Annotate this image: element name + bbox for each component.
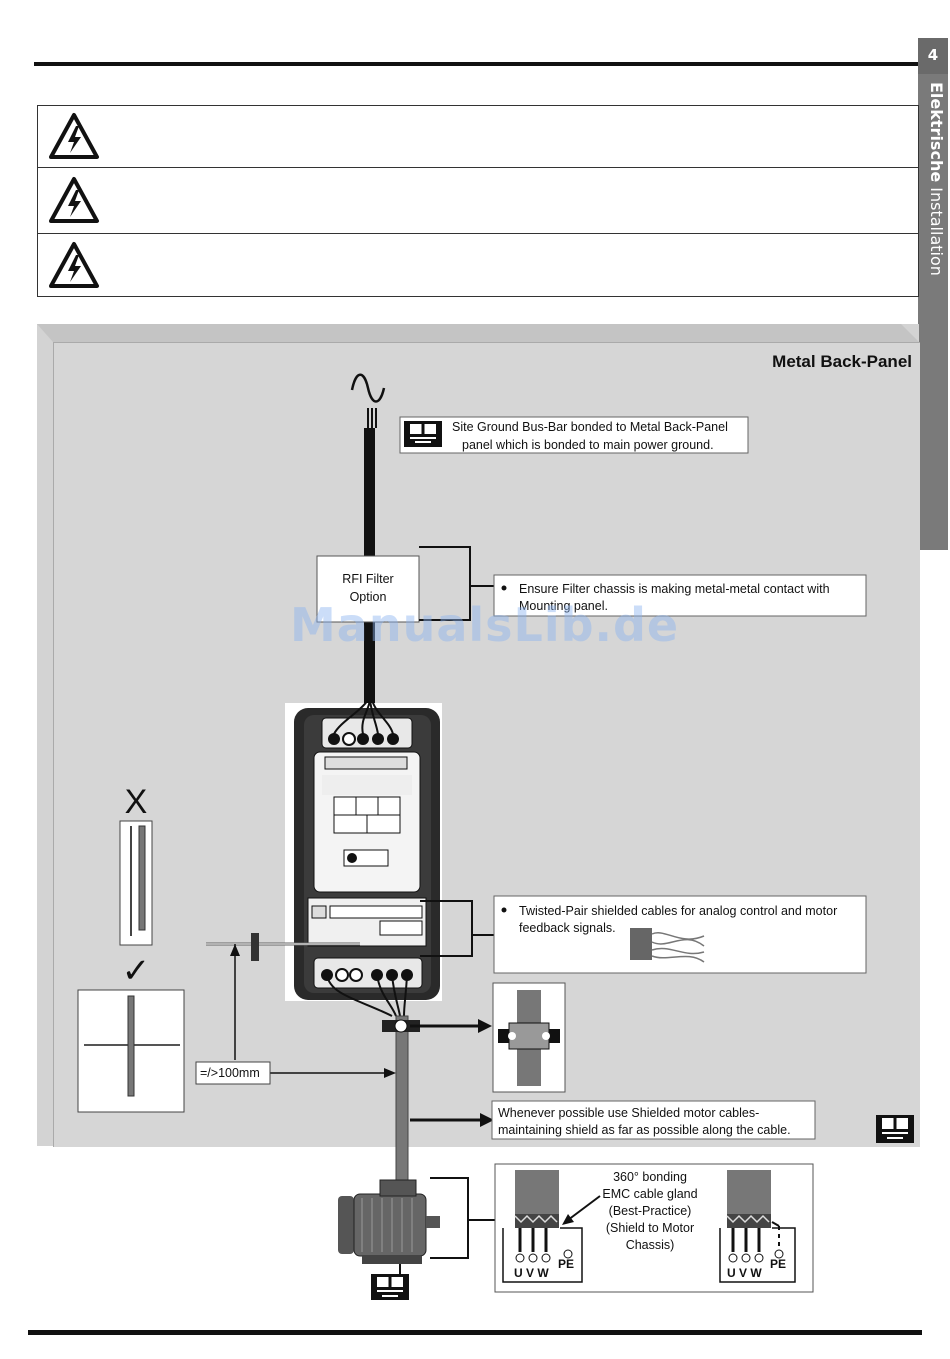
chapter-title-rest: Installation bbox=[927, 182, 946, 276]
shielded-motor-cable bbox=[395, 1015, 409, 1197]
twisted-note-line2: feedback signals. bbox=[519, 921, 616, 935]
ground-note-line1: Site Ground Bus-Bar bonded to Metal Back… bbox=[452, 420, 728, 434]
terminal-pe-right: PE bbox=[770, 1257, 786, 1271]
bonding-line5: Chassis) bbox=[626, 1238, 675, 1252]
bonding-line2: EMC cable gland bbox=[602, 1187, 697, 1201]
panel-ground-icon bbox=[876, 1115, 914, 1143]
terminals-uvw-left: U V W bbox=[514, 1266, 549, 1280]
chapter-number: 4 bbox=[918, 38, 948, 74]
chapter-side-tab bbox=[918, 38, 948, 550]
high-voltage-warning-icon bbox=[49, 242, 99, 288]
good-routing-mark: ✓ bbox=[122, 952, 151, 990]
supply-cable bbox=[364, 428, 375, 556]
filter-note-line1: Ensure Filter chassis is making metal-me… bbox=[519, 582, 830, 596]
chapter-title: Elektrische Installation bbox=[920, 82, 946, 542]
ground-busbar-icon bbox=[404, 421, 442, 447]
rfi-label-line1: RFI Filter bbox=[342, 572, 393, 586]
twisted-note-line1: Twisted-Pair shielded cables for analog … bbox=[519, 904, 837, 918]
motor-icon bbox=[338, 1179, 440, 1264]
warning-row bbox=[38, 233, 918, 296]
rfi-label-line2: Option bbox=[350, 590, 387, 604]
high-voltage-warning-icon bbox=[49, 177, 99, 223]
distance-label: =/>100mm bbox=[200, 1066, 260, 1080]
header-rule bbox=[34, 62, 918, 66]
bad-routing-mark: X bbox=[125, 783, 148, 821]
filter-note-line2: Mounting panel. bbox=[519, 599, 608, 613]
supply-cable-lower bbox=[364, 622, 375, 712]
high-voltage-warning-icon bbox=[49, 113, 99, 159]
terminal-pe-left: PE bbox=[558, 1257, 574, 1271]
shield-note-line2: maintaining shield as far as possible al… bbox=[498, 1123, 791, 1137]
bonding-line4: (Shield to Motor bbox=[606, 1221, 694, 1235]
warning-row bbox=[38, 167, 918, 234]
warning-table bbox=[37, 105, 919, 297]
motor-ground-icon bbox=[371, 1274, 409, 1300]
panel-title: Metal Back-Panel bbox=[772, 352, 912, 371]
rfi-filter-box bbox=[316, 555, 420, 623]
ac-supply-icon bbox=[350, 373, 386, 403]
footer-rule bbox=[28, 1330, 922, 1335]
chapter-title-bold: Elektrische bbox=[927, 82, 946, 183]
panel-bevel bbox=[37, 324, 919, 342]
warning-row bbox=[38, 106, 918, 168]
bad-routing-box bbox=[119, 820, 153, 946]
shield-note-line1: Whenever possible use Shielded motor cab… bbox=[498, 1106, 759, 1120]
metal-back-panel bbox=[53, 342, 920, 1147]
ground-note-line2: panel which is bonded to main power grou… bbox=[462, 438, 714, 452]
bonding-line1: 360° bonding bbox=[613, 1170, 687, 1184]
twisted-pair-cable-icon bbox=[630, 928, 705, 963]
watermark: ManualsLib.de bbox=[290, 598, 680, 652]
terminals-uvw-right: U V W bbox=[727, 1266, 762, 1280]
bonding-line3: (Best-Practice) bbox=[609, 1204, 692, 1218]
